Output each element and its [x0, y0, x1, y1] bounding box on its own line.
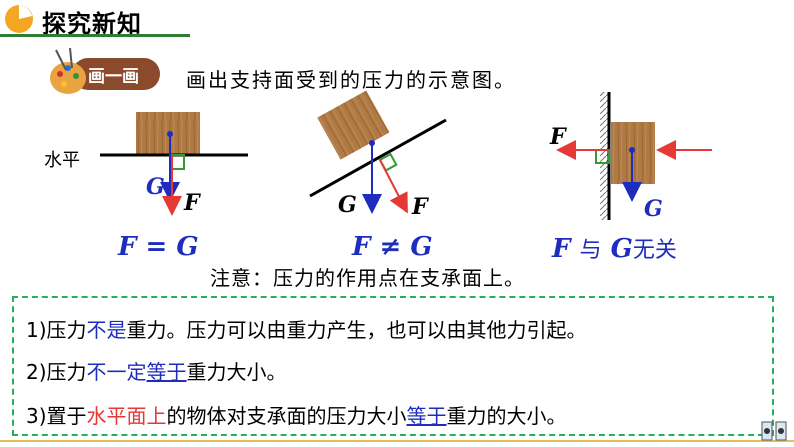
force-label: F [549, 124, 567, 150]
relation-with: 与 [579, 238, 602, 263]
summary-line-2: 2)压力不一定等于重力大小。 [26, 356, 287, 385]
relation-not-equal: F ≠ G [352, 232, 433, 262]
diagram-incline [309, 90, 447, 214]
note-text: 注意：压力的作用点在支承面上。 [210, 266, 525, 290]
line3-middle: 的物体对支承面的压力大小 [166, 404, 407, 428]
instruction-text: 画出支持面受到的压力的示意图。 [186, 68, 516, 92]
section-title: 探究新知 [42, 10, 142, 38]
relation-unrelated: 无关 [632, 238, 677, 263]
header-bar: 探究新知 [0, 0, 794, 40]
gravity-label: G [146, 174, 165, 200]
badge-label: 画一画 [88, 67, 139, 87]
line3-prefix: 3)置于 [26, 404, 87, 428]
bottom-rule [0, 440, 794, 442]
pressure-arrow [379, 159, 408, 214]
line2-rest: 重力大小。 [186, 360, 287, 384]
line2-emphasis: 不一定 [86, 360, 147, 384]
header-underline [0, 34, 190, 37]
line2-equal: 等于 [146, 360, 187, 384]
line3-rest: 重力的大小。 [446, 404, 567, 428]
relation-independent: F 与 G无关 [552, 232, 677, 264]
line1-emphasis: 不是 [86, 318, 127, 342]
wood-block [317, 90, 390, 160]
inclined-surface [309, 118, 447, 198]
line1-prefix: 1)压力 [26, 318, 87, 342]
summary-box [12, 296, 774, 436]
relation-g: G [610, 234, 633, 264]
relation-f: F [552, 234, 571, 264]
line2-prefix: 2)压力 [26, 360, 87, 384]
force-label: F [411, 194, 429, 220]
summary-line-1: 1)压力不是重力。压力可以由重力产生，也可以由其他力引起。 [26, 314, 587, 343]
wall-hatch [600, 92, 608, 220]
paint-palette-badge [50, 48, 160, 94]
relation-equal: F = G [118, 232, 199, 262]
gravity-label: G [338, 192, 357, 218]
navigation-icon[interactable] [760, 418, 790, 444]
diagram-wall [556, 92, 712, 220]
line3-emphasis: 水平面上 [86, 404, 167, 428]
summary-line-3: 3)置于水平面上的物体对支承面的压力大小等于重力的大小。 [26, 400, 567, 429]
line3-equal: 等于 [406, 404, 447, 428]
force-label: F [183, 190, 201, 216]
gravity-label: G [644, 196, 663, 222]
surface-label: 水平 [44, 150, 80, 171]
pie-chart-icon [5, 5, 33, 33]
line1-rest: 重力。压力可以由重力产生，也可以由其他力引起。 [126, 318, 587, 342]
diagram-horizontal [100, 112, 248, 216]
